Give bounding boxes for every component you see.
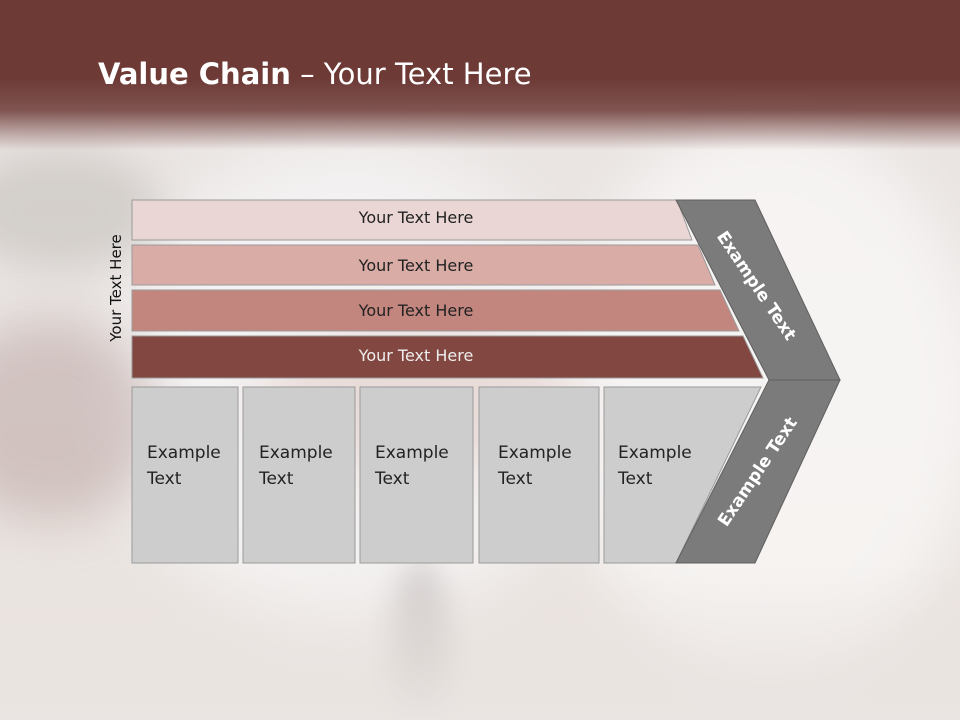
bar-2[interactable] (131, 244, 716, 286)
cell-line: Text (498, 469, 533, 489)
bar-3[interactable] (131, 289, 740, 332)
cell-line: Text (375, 469, 410, 489)
bar-4[interactable] (131, 335, 764, 379)
bar-3-label: Your Text Here (358, 301, 474, 320)
bar-1-label: Your Text Here (358, 208, 474, 227)
cell-line: Example (618, 443, 692, 463)
slide-title: Value Chain – Your Text Here (98, 54, 532, 94)
bar-2-label: Your Text Here (358, 256, 474, 275)
chevron-bottom[interactable] (675, 379, 841, 564)
cell-line: Example (498, 443, 572, 463)
cell-1[interactable] (131, 386, 239, 564)
cell-line: Text (147, 469, 182, 489)
title-bold: Value Chain (98, 57, 291, 91)
cell-4[interactable] (478, 386, 600, 564)
cell-line: Example (259, 443, 333, 463)
title-band (0, 0, 960, 150)
bar-4-label: Your Text Here (358, 346, 474, 365)
reflection-fade (0, 564, 960, 720)
cell-line: Example (375, 443, 449, 463)
title-rest: – Your Text Here (290, 57, 532, 91)
bar-1[interactable] (131, 199, 693, 241)
cell-line: Text (618, 469, 653, 489)
cell-2[interactable] (242, 386, 356, 564)
cell-line: Text (259, 469, 294, 489)
cell-line: Example (147, 443, 221, 463)
cell-3[interactable] (359, 386, 474, 564)
